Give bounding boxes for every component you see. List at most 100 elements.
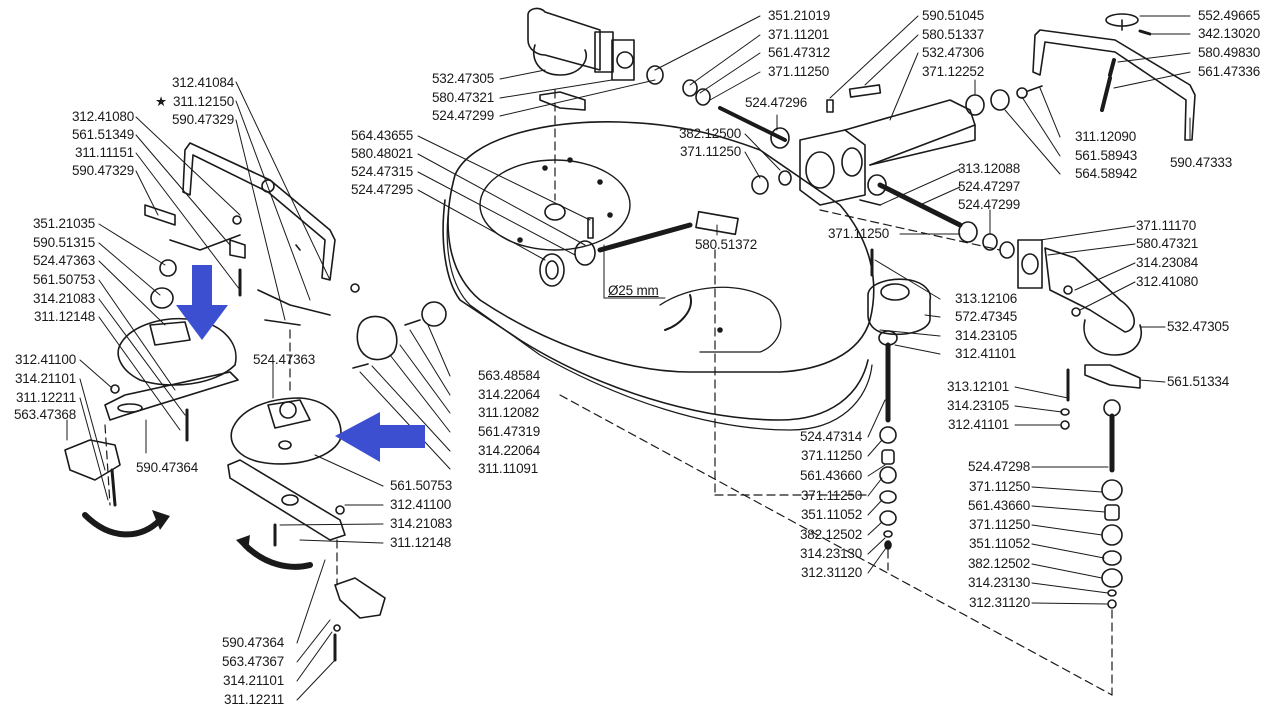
part-label: 313.12088 xyxy=(958,161,1021,176)
blade-holder-left xyxy=(64,259,239,507)
part-label: 561.47336 xyxy=(1198,64,1261,79)
gearbox-left-top xyxy=(527,7,792,195)
part-label: 382.12502 xyxy=(967,556,1030,571)
part-label: 561.51349 xyxy=(71,127,134,142)
part-label: 524.47296 xyxy=(745,95,808,110)
deck-shaft xyxy=(539,217,693,299)
blade-holder-center xyxy=(227,397,386,662)
cover-plate xyxy=(352,301,447,369)
leader-lines xyxy=(66,15,1191,701)
part-label: 314.23130 xyxy=(799,546,862,561)
part-label: 371.11250 xyxy=(800,488,862,503)
part-label: 590.47364 xyxy=(221,635,284,650)
part-label: 311.12211 xyxy=(15,390,76,405)
part-label: 311.11091 xyxy=(478,461,539,476)
part-label: 311.12090 xyxy=(1075,129,1137,144)
part-label: 314.23084 xyxy=(1136,255,1199,270)
part-label: 312.41084 xyxy=(171,75,234,90)
part-label: 532.47305 xyxy=(431,71,494,86)
part-label: 590.51315 xyxy=(32,235,95,250)
star-mark-icon: ★ xyxy=(155,94,167,109)
part-label: 580.48021 xyxy=(350,146,413,161)
part-label: 590.47364 xyxy=(136,460,199,475)
part-label: 314.22064 xyxy=(478,387,541,402)
assembly-lines xyxy=(104,89,1113,696)
part-label: 314.23105 xyxy=(946,398,1009,413)
part-label: 371.11250 xyxy=(679,144,741,159)
part-label: 371.11170 xyxy=(1136,218,1197,233)
part-label: 552.49665 xyxy=(1198,8,1261,23)
part-label: 314.23130 xyxy=(967,575,1030,590)
part-label: 312.31120 xyxy=(800,565,862,580)
part-label: 563.48584 xyxy=(478,368,541,383)
part-label: 312.41100 xyxy=(14,352,76,367)
part-label: 314.21101 xyxy=(222,673,284,688)
part-label: 561.50753 xyxy=(390,478,453,493)
part-label: 564.43655 xyxy=(350,128,413,143)
part-label: 312.31120 xyxy=(968,595,1030,610)
part-label: 532.47305 xyxy=(1167,319,1230,334)
part-label: 342.13020 xyxy=(1198,26,1261,41)
part-label: 371.11250 xyxy=(968,517,1030,532)
part-label: 371.11250 xyxy=(827,226,889,241)
part-label: 524.47315 xyxy=(350,164,413,179)
highlight-arrow-down xyxy=(176,265,228,340)
part-label: 532.47306 xyxy=(922,45,985,60)
part-label: 382.12502 xyxy=(799,527,862,542)
part-label: 311.12082 xyxy=(478,405,540,420)
part-label: 524.47314 xyxy=(799,429,862,444)
part-label: 314.23105 xyxy=(955,328,1018,343)
handle-right xyxy=(1032,13,1196,141)
part-label: 561.51334 xyxy=(1167,374,1230,389)
part-label: 371.11201 xyxy=(768,27,830,42)
part-label: 314.21101 xyxy=(14,371,76,386)
part-label: 590.47329 xyxy=(71,163,134,178)
part-label: 590.51045 xyxy=(922,8,985,23)
part-label: 351.21035 xyxy=(32,216,95,231)
rotation-arrow-left-head xyxy=(152,510,170,530)
spindle-center xyxy=(867,248,932,550)
part-label: 314.22064 xyxy=(478,443,541,458)
part-label: 563.47368 xyxy=(13,407,76,422)
part-label: 580.47321 xyxy=(431,90,494,105)
part-label: 314.21083 xyxy=(32,291,95,306)
part-label: 314.21083 xyxy=(390,516,453,531)
part-label: 563.47367 xyxy=(221,654,284,669)
part-label: 313.12101 xyxy=(946,379,1009,394)
part-label: 351.11052 xyxy=(968,536,1030,551)
rotation-arrow-left xyxy=(82,512,163,538)
part-label: 580.51372 xyxy=(695,237,758,252)
part-label: 311.12211 xyxy=(223,692,284,707)
part-label: 580.51337 xyxy=(922,27,985,42)
part-label: 382.12500 xyxy=(678,126,741,141)
part-label: 312.41100 xyxy=(390,497,452,512)
part-label: 313.12106 xyxy=(955,291,1018,306)
part-label: 561.47312 xyxy=(768,45,831,60)
part-label: 312.41101 xyxy=(955,346,1017,361)
part-label: 371.11250 xyxy=(968,479,1030,494)
part-label: 524.47363 xyxy=(32,253,95,268)
part-label: 524.47363 xyxy=(253,352,316,367)
part-label: 351.11052 xyxy=(800,507,862,522)
part-label: 524.47295 xyxy=(350,182,413,197)
part-label: 561.58943 xyxy=(1075,148,1138,163)
part-label: 564.58942 xyxy=(1075,166,1138,181)
part-label: 561.43660 xyxy=(799,468,862,483)
part-label: 312.41080 xyxy=(1136,274,1199,289)
spindle-right xyxy=(1060,368,1123,609)
rotation-arrow-center xyxy=(242,542,313,570)
part-label: 371.11250 xyxy=(768,64,830,79)
part-label: 561.43660 xyxy=(967,498,1030,513)
part-label: 580.47321 xyxy=(1136,236,1199,251)
part-label: 311.12148 xyxy=(390,535,452,550)
part-label: 311.12150 xyxy=(172,94,234,109)
part-label: 312.41101 xyxy=(947,417,1009,432)
part-label: 524.47299 xyxy=(958,197,1021,212)
part-label: 524.47299 xyxy=(431,108,494,123)
gearbox-right xyxy=(1017,239,1142,389)
part-label: 580.49830 xyxy=(1198,45,1261,60)
gearbox-center xyxy=(799,84,1043,206)
part-label: 572.47345 xyxy=(955,309,1018,324)
handle-left xyxy=(144,142,360,326)
